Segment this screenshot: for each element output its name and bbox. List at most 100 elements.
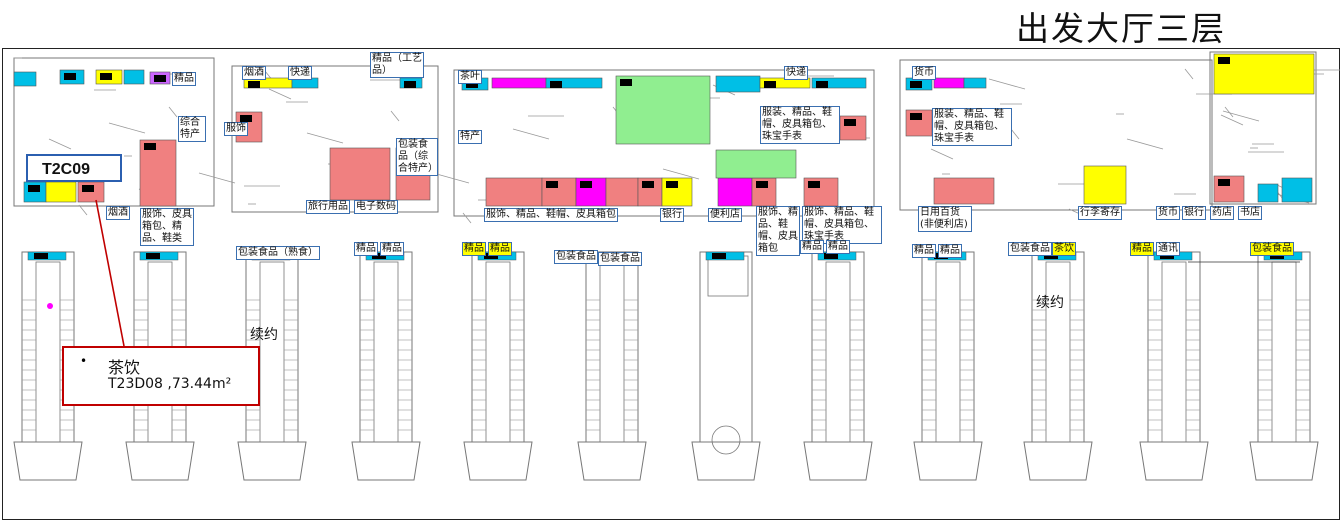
pier-core bbox=[1271, 261, 1297, 443]
store-label: 电子数码 bbox=[354, 200, 398, 214]
shop-zone bbox=[13, 71, 37, 87]
shop-zone bbox=[963, 77, 987, 89]
store-label: 银行 bbox=[1182, 206, 1206, 220]
shop-zone bbox=[329, 147, 391, 201]
store-label: 包装食品 bbox=[1250, 242, 1294, 256]
wall-line bbox=[390, 110, 400, 122]
pier-end bbox=[1139, 441, 1209, 481]
wall-line bbox=[662, 168, 700, 180]
pier-outline bbox=[811, 251, 865, 443]
store-label: 服饰、皮具箱包、精品、鞋类 bbox=[140, 208, 194, 246]
pier-outline bbox=[359, 251, 413, 443]
store-label: 服饰、精品、鞋帽、皮具箱包 bbox=[484, 208, 618, 222]
wall-line bbox=[306, 132, 344, 144]
wall-line bbox=[1184, 68, 1194, 80]
marker-block bbox=[64, 73, 76, 80]
marker-block bbox=[404, 81, 416, 88]
marker-block bbox=[910, 81, 922, 88]
pier-end bbox=[1023, 441, 1093, 481]
map-frame bbox=[2, 48, 1340, 520]
store-label: 服饰 bbox=[224, 122, 248, 136]
shop-zone bbox=[715, 75, 761, 93]
callout-store-name: 茶饮 bbox=[108, 358, 141, 377]
pier-core bbox=[485, 261, 511, 443]
marker-block bbox=[546, 181, 558, 188]
marker-block bbox=[620, 79, 632, 86]
store-label: 货币 bbox=[1156, 206, 1180, 220]
shop-zone bbox=[933, 177, 995, 205]
store-label: 书店 bbox=[1238, 206, 1262, 220]
pier-end bbox=[913, 441, 983, 481]
marker-block bbox=[1044, 253, 1058, 259]
store-label: 服装、精品、鞋帽、皮具箱包、珠宝手表 bbox=[932, 108, 1012, 146]
wall-line bbox=[168, 106, 178, 118]
pier-core bbox=[1161, 261, 1187, 443]
callout-leader bbox=[95, 199, 125, 347]
wall-line bbox=[268, 88, 292, 100]
marker-block bbox=[82, 185, 94, 192]
shop-zone bbox=[545, 77, 603, 89]
shop-zone bbox=[1257, 183, 1279, 203]
wall-line bbox=[432, 172, 470, 184]
pier-core bbox=[825, 261, 851, 443]
wall-line bbox=[78, 204, 88, 216]
wall-line bbox=[512, 128, 550, 140]
marker-block bbox=[816, 81, 828, 88]
terminal-block bbox=[899, 59, 1213, 211]
shop-zone bbox=[491, 77, 547, 89]
pier-outline bbox=[471, 251, 525, 443]
marker-block bbox=[1218, 57, 1230, 64]
pier-core bbox=[711, 425, 741, 455]
store-label: 包装食品（熟食） bbox=[236, 246, 320, 260]
shop-zone bbox=[615, 75, 711, 145]
store-label: 服装、精品、鞋帽、皮具箱包、珠宝手表 bbox=[760, 106, 840, 144]
store-label: 精品 bbox=[380, 242, 404, 256]
marker-block bbox=[712, 253, 726, 259]
marker-block bbox=[100, 73, 112, 80]
marker-block bbox=[756, 181, 768, 188]
store-label: 快递 bbox=[784, 66, 808, 80]
store-label: 特产 bbox=[458, 130, 482, 144]
pier-core bbox=[935, 261, 961, 443]
store-label: 精品 bbox=[488, 242, 512, 256]
marker-block bbox=[248, 81, 260, 88]
marker-block bbox=[824, 253, 838, 259]
marker-block bbox=[764, 81, 776, 88]
marker-block bbox=[580, 181, 592, 188]
marker-block bbox=[642, 181, 654, 188]
marker-block bbox=[484, 253, 498, 259]
marker-block bbox=[910, 113, 922, 120]
store-label: 精品 bbox=[826, 240, 850, 254]
marker-block bbox=[240, 115, 252, 122]
pier-end bbox=[351, 441, 421, 481]
store-label: 药店 bbox=[1210, 206, 1234, 220]
marker-block bbox=[808, 181, 820, 188]
wall-line bbox=[1222, 110, 1260, 122]
shop-zone bbox=[1281, 177, 1313, 203]
pier-core bbox=[35, 261, 61, 443]
wall-line bbox=[462, 212, 472, 224]
pier-core bbox=[373, 261, 399, 443]
pier-end bbox=[577, 441, 647, 481]
marker-block bbox=[28, 185, 40, 192]
pier-end bbox=[237, 441, 307, 481]
location-dot bbox=[47, 303, 53, 309]
marker-block bbox=[466, 81, 478, 88]
store-label: 精品 bbox=[462, 242, 486, 256]
store-label: 行李寄存 bbox=[1078, 206, 1122, 220]
terminal-block bbox=[1209, 51, 1317, 205]
store-label: 日用百货(非便利店) bbox=[918, 206, 972, 232]
wall-line bbox=[1224, 106, 1234, 118]
pier-outline bbox=[1257, 251, 1311, 443]
pier-end bbox=[463, 441, 533, 481]
wall-line bbox=[1010, 128, 1020, 140]
shop-zone bbox=[1083, 165, 1127, 205]
store-label: 综合特产 bbox=[178, 116, 206, 142]
marker-block bbox=[372, 253, 386, 259]
shop-zone bbox=[605, 177, 639, 207]
callout-bullet: • bbox=[80, 354, 88, 368]
wall-line bbox=[930, 148, 954, 160]
marker-block bbox=[666, 181, 678, 188]
